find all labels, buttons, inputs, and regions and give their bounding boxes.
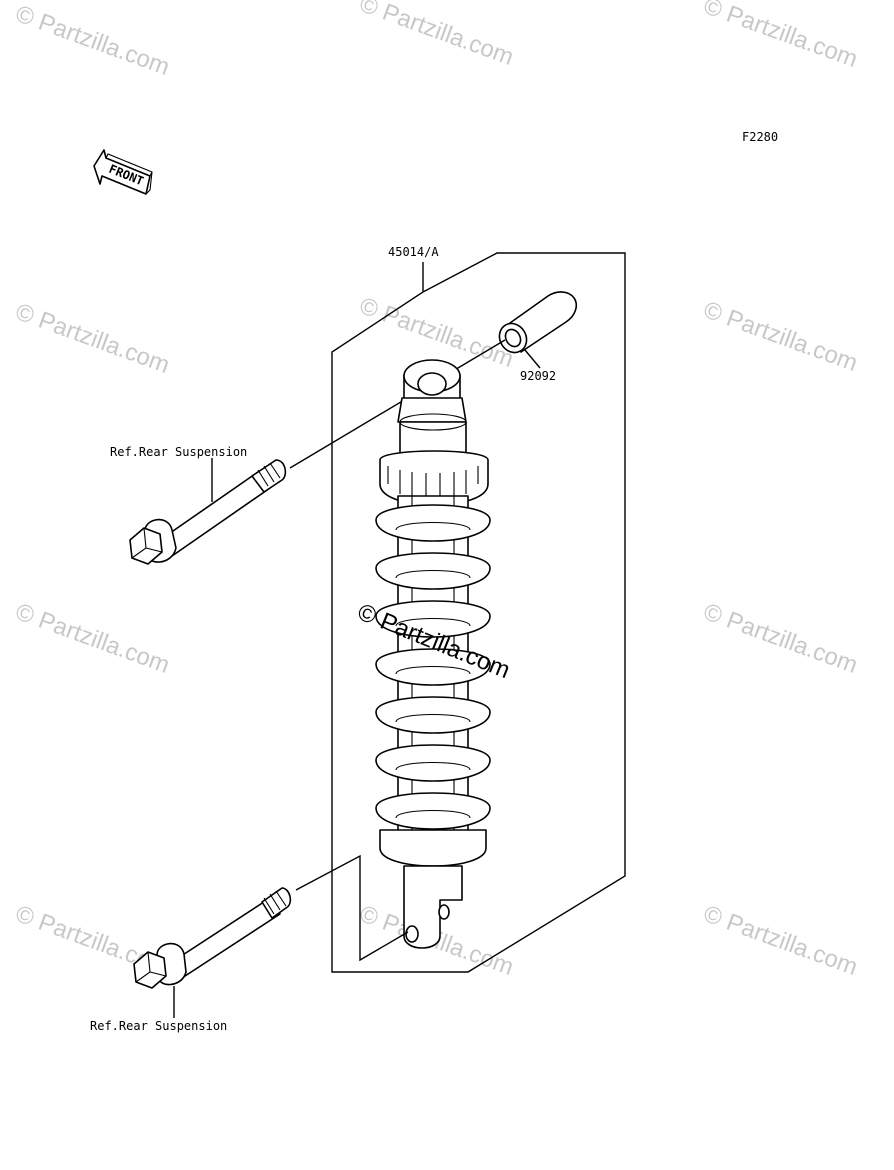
alignment-line-lower <box>295 854 409 962</box>
collar-part <box>498 291 578 354</box>
assembly-bracket <box>331 252 626 973</box>
leader-collar <box>524 349 541 369</box>
watermark: © Partzilla.com <box>700 598 861 679</box>
callout-bolt-upper: Ref.Rear Suspension <box>110 445 247 459</box>
watermark: © Partzilla.com <box>700 900 861 981</box>
spring <box>375 504 491 830</box>
figure-code: F2280 <box>742 130 778 144</box>
watermark: © Partzilla.com <box>12 298 173 379</box>
callout-bolt-lower: Ref.Rear Suspension <box>90 1019 227 1033</box>
watermark: © Partzilla.com <box>12 598 173 679</box>
watermark: © Partzilla.com <box>12 0 173 81</box>
shock-absorber <box>375 359 491 949</box>
bolt-upper <box>129 459 287 565</box>
watermark: © Partzilla.com <box>700 296 861 377</box>
front-arrow-icon: FRONT <box>93 149 153 195</box>
watermark: © Partzilla.com <box>356 0 517 71</box>
callout-collar: 92092 <box>520 369 556 383</box>
alignment-line-upper <box>289 339 506 469</box>
bolt-lower <box>133 887 292 989</box>
watermark: © Partzilla.com <box>700 0 861 73</box>
callout-shock-absorber: 45014/A <box>388 245 439 259</box>
